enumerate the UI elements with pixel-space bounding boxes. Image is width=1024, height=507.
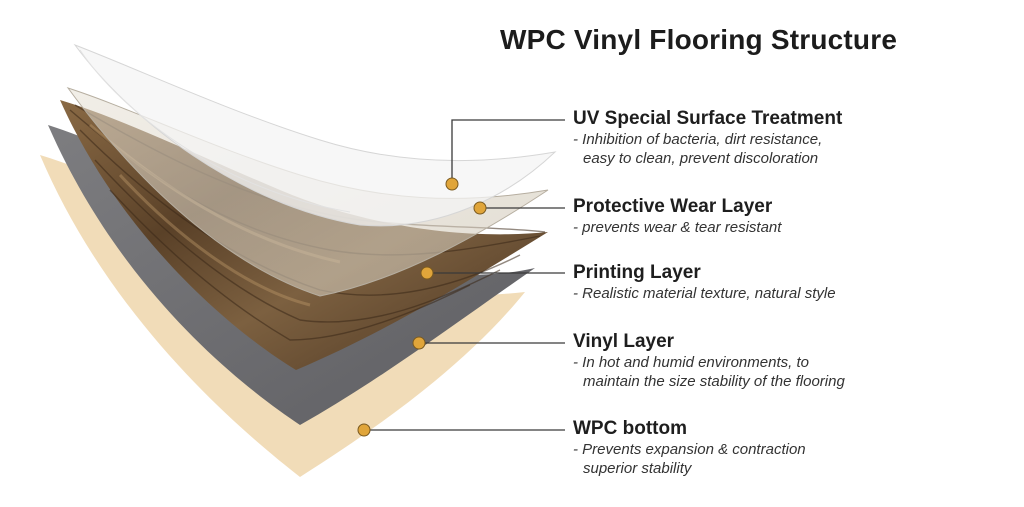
label-printing-layer: Printing Layer - Realistic material text… [573,262,836,303]
layer-name: Printing Layer [573,262,701,283]
layer-name: Protective Wear Layer [573,196,773,217]
uv-layer [73,43,557,227]
page-title: WPC Vinyl Flooring Structure [500,24,898,55]
label-wpc-bottom: WPC bottom - Prevents expansion & contra… [573,418,806,478]
layer-name: UV Special Surface Treatment [573,108,843,129]
marker-wear [473,201,487,215]
layer-name: WPC bottom [573,418,687,439]
label-uv-layer: UV Special Surface Treatment - Inhibitio… [573,108,842,168]
layer-desc: - Realistic material texture, natural st… [573,285,836,302]
marker-uv [445,177,459,191]
layer-name: Vinyl Layer [573,331,675,352]
label-wear-layer: Protective Wear Layer - prevents wear & … [573,196,781,237]
layer-desc: - Inhibition of bacteria, dirt resistanc… [573,131,823,148]
layer-desc: superior stability [583,460,692,477]
layer-desc: maintain the size stability of the floor… [583,373,845,390]
marker-wpc [357,423,371,437]
leader-uv [451,119,565,184]
markers [357,177,487,437]
layer-desc: easy to clean, prevent discoloration [583,150,819,167]
marker-printing [420,266,434,280]
layer-desc: - prevents wear & tear resistant [573,219,782,236]
uv-layer-edge [79,49,351,213]
layer-desc: - In hot and humid environments, to [573,354,809,371]
marker-vinyl [412,336,426,350]
label-vinyl-layer: Vinyl Layer - In hot and humid environme… [573,331,845,391]
layer-desc: - Prevents expansion & contraction [573,441,806,458]
leader-lines [364,119,565,431]
